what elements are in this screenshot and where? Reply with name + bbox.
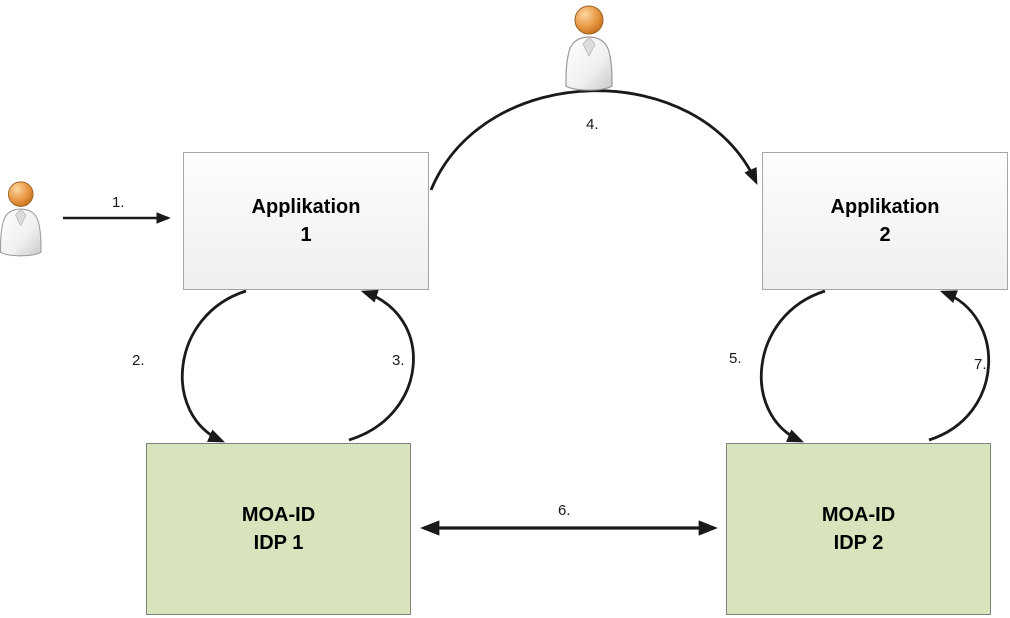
node-label: Applikation [830, 196, 940, 218]
node-label: MOA-ID [821, 504, 896, 526]
user-icon [0, 181, 42, 257]
arrow-step-5 [759, 289, 826, 443]
user-icon [565, 5, 613, 91]
step-label-3: 3. [392, 352, 405, 369]
arrow-step-4 [429, 89, 758, 191]
step-label-5: 5. [729, 350, 742, 367]
step-label-1: 1. [112, 194, 125, 211]
node-applikation-1: Applikation 1 [183, 152, 429, 290]
node-label: Applikation [251, 196, 361, 218]
node-applikation-2: Applikation 2 [762, 152, 1008, 290]
arrow-step-2 [180, 289, 247, 443]
step-label-4: 4. [586, 116, 599, 133]
node-moa-id-idp-1: MOA-ID IDP 1 [146, 443, 411, 615]
node-label: 2 [879, 224, 891, 246]
step-label-6: 6. [558, 502, 571, 519]
arrow-step-7 [928, 290, 990, 442]
node-label: 1 [300, 224, 312, 246]
node-label: IDP 2 [833, 532, 884, 554]
step-label-7: 7. [974, 356, 987, 373]
node-moa-id-idp-2: MOA-ID IDP 2 [726, 443, 991, 615]
step-label-2: 2. [132, 352, 145, 369]
arrow-step-3 [348, 289, 415, 442]
node-label: IDP 1 [253, 532, 304, 554]
node-label: MOA-ID [241, 504, 316, 526]
